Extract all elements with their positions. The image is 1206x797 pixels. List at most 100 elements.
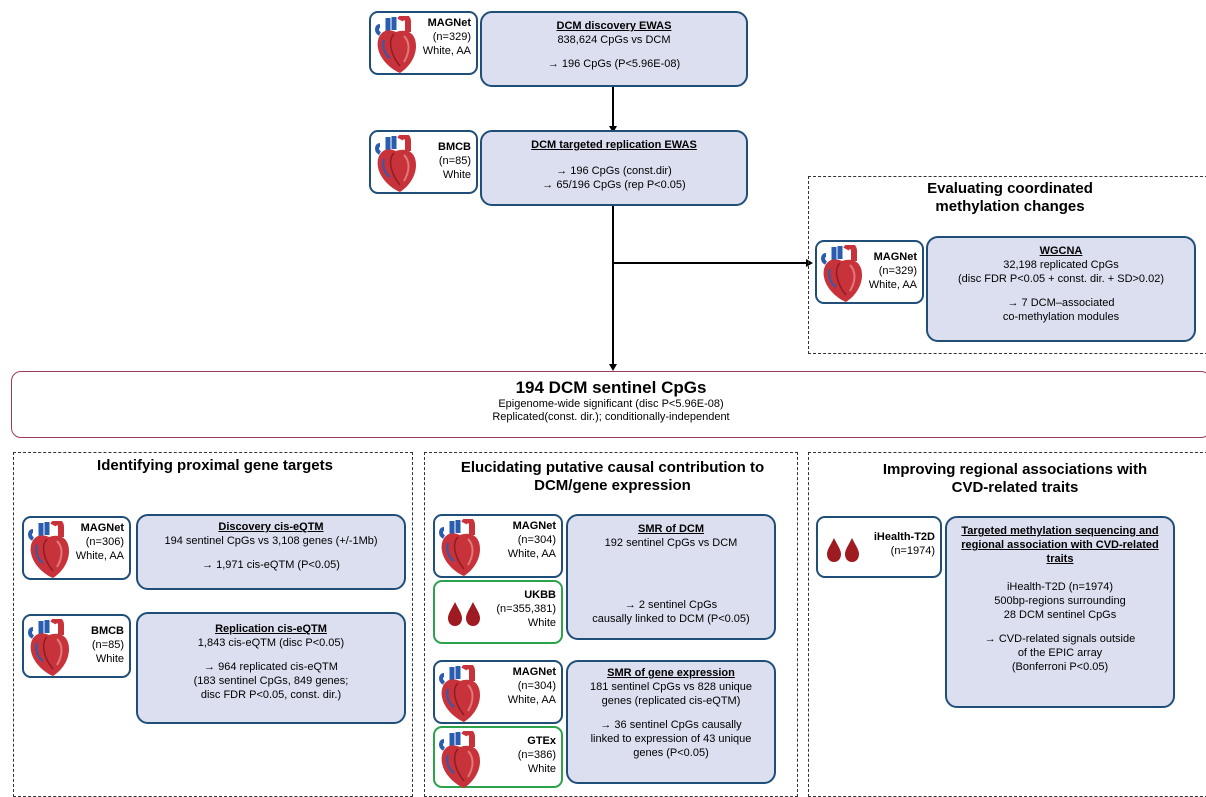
box-line: → 7 DCM–associated bbox=[1007, 297, 1115, 309]
heart-icon bbox=[438, 519, 482, 577]
flow-connector bbox=[612, 206, 614, 366]
cohort-population: White, AA bbox=[507, 694, 556, 706]
targeted-methylation-box: Targeted methylation sequencing and regi… bbox=[945, 516, 1175, 708]
cohort-name: BMCB bbox=[91, 625, 124, 637]
box-line: → 2 sentinel CpGs bbox=[624, 599, 718, 611]
cohort-name: MAGNet bbox=[512, 666, 556, 678]
box-line: (183 sentinel CpGs, 849 genes; bbox=[193, 675, 349, 687]
box-title: DCM targeted replication EWAS bbox=[531, 139, 697, 151]
cohort-size: (n=386) bbox=[517, 749, 556, 761]
box-line: 194 sentinel CpGs vs 3,108 genes (+/-1Mb… bbox=[164, 535, 378, 547]
ihealth-cohort-card: iHealth-T2D (n=1974) bbox=[816, 516, 942, 578]
box-line: genes (replicated cis-eQTM) bbox=[601, 695, 741, 707]
box-line: → 65/196 CpGs (rep P<0.05) bbox=[542, 179, 686, 191]
blood-drops-icon bbox=[445, 598, 485, 628]
smr-gene-expression-box: SMR of gene expression 181 sentinel CpGs… bbox=[566, 660, 776, 784]
box-line: disc FDR P<0.05, const. dir.) bbox=[200, 689, 342, 701]
cohort-size: (n=1974) bbox=[890, 545, 935, 557]
smr-expr-cohort-b-card: GTEx (n=386) White bbox=[433, 726, 563, 788]
box-title: Targeted methylation sequencing and regi… bbox=[961, 525, 1159, 565]
box-line: → 964 replicated cis-eQTM bbox=[204, 661, 338, 673]
cohort-name: UKBB bbox=[524, 589, 556, 601]
sentinel-line: Epigenome-wide significant (disc P<5.96E… bbox=[498, 398, 724, 410]
cohort-size: (n=304) bbox=[517, 534, 556, 546]
box-line: co-methylation modules bbox=[1002, 311, 1120, 323]
eqtm-replication-cohort-card: BMCB (n=85) White bbox=[22, 614, 131, 678]
arrow-right-icon bbox=[806, 259, 813, 267]
wgcna-heading: Evaluating coordinated methylation chang… bbox=[927, 180, 1093, 215]
replication-cohort-card: BMCB (n=85) White bbox=[369, 130, 478, 194]
heart-icon bbox=[438, 731, 482, 789]
wgcna-box: WGCNA 32,198 replicated CpGs (disc FDR P… bbox=[926, 236, 1196, 342]
sentinel-line: Replicated(const. dir.); conditionally-i… bbox=[492, 411, 730, 423]
regional-associations-heading: Improving regional associations with CVD… bbox=[882, 461, 1148, 496]
box-line: 838,624 CpGs vs DCM bbox=[557, 34, 671, 46]
smr-dcm-cohort-b-card: UKBB (n=355,381) White bbox=[433, 580, 563, 644]
box-line: 500bp-regions surrounding bbox=[994, 595, 1126, 607]
box-line: → 1,971 cis-eQTM (P<0.05) bbox=[202, 559, 340, 571]
cohort-name: iHealth-T2D bbox=[873, 531, 935, 543]
cohort-population: White, AA bbox=[507, 548, 556, 560]
replication-cis-eqtm-box: Replication cis-eQTM 1,843 cis-eQTM (dis… bbox=[136, 612, 406, 724]
box-title: SMR of gene expression bbox=[607, 667, 735, 679]
box-line: → 196 CpGs (const.dir) bbox=[556, 165, 672, 177]
wgcna-panel bbox=[808, 176, 1206, 354]
cohort-name: MAGNet bbox=[512, 520, 556, 532]
blood-drops-icon bbox=[824, 534, 864, 564]
proximal-targets-heading: Identifying proximal gene targets bbox=[97, 457, 333, 474]
heart-icon bbox=[374, 16, 418, 74]
box-line: (disc FDR P<0.05 + const. dir. + SD>0.02… bbox=[957, 273, 1165, 285]
box-line: of the EPIC array bbox=[1017, 647, 1103, 659]
box-title: WGCNA bbox=[1039, 245, 1083, 257]
box-line: 32,198 replicated CpGs bbox=[1003, 259, 1119, 271]
flow-connector bbox=[612, 87, 614, 127]
box-line: → 36 sentinel CpGs causally bbox=[600, 719, 742, 731]
cohort-name: MAGNet bbox=[427, 17, 471, 29]
box-line: causally linked to DCM (P<0.05) bbox=[592, 613, 750, 625]
cohort-size: (n=306) bbox=[85, 536, 124, 548]
box-line: 192 sentinel CpGs vs DCM bbox=[604, 537, 738, 549]
cohort-population: White bbox=[442, 169, 471, 181]
box-line: → 196 CpGs (P<5.96E-08) bbox=[547, 58, 681, 70]
cohort-name: MAGNet bbox=[873, 251, 917, 263]
cohort-name: GTEx bbox=[527, 735, 556, 747]
sentinel-title: 194 DCM sentinel CpGs bbox=[515, 378, 707, 397]
box-title: SMR of DCM bbox=[638, 523, 704, 535]
cohort-population: White, AA bbox=[868, 279, 917, 291]
cohort-population: White, AA bbox=[422, 45, 471, 57]
heart-icon bbox=[27, 521, 71, 579]
box-line: 1,843 cis-eQTM (disc P<0.05) bbox=[197, 637, 345, 649]
discovery-cis-eqtm-box: Discovery cis-eQTM 194 sentinel CpGs vs … bbox=[136, 514, 406, 590]
cohort-name: MAGNet bbox=[80, 522, 124, 534]
eqtm-discovery-cohort-card: MAGNet (n=306) White, AA bbox=[22, 516, 131, 580]
box-line: genes (P<0.05) bbox=[633, 747, 709, 759]
heart-icon bbox=[27, 619, 71, 677]
box-title: DCM discovery EWAS bbox=[556, 20, 672, 32]
smr-dcm-cohort-a-card: MAGNet (n=304) White, AA bbox=[433, 514, 563, 578]
discovery-cohort-card: MAGNet (n=329) White, AA bbox=[369, 11, 478, 75]
targeted-replication-box: DCM targeted replication EWAS → 196 CpGs… bbox=[480, 130, 748, 206]
box-line: linked to expression of 43 unique bbox=[590, 733, 752, 745]
arrow-down-icon bbox=[609, 126, 617, 133]
cohort-size: (n=304) bbox=[517, 680, 556, 692]
smr-dcm-box: SMR of DCM 192 sentinel CpGs vs DCM → 2 … bbox=[566, 514, 776, 640]
cohort-size: (n=85) bbox=[91, 639, 124, 651]
cohort-size: (n=329) bbox=[432, 31, 471, 43]
heart-icon bbox=[820, 245, 864, 303]
cohort-size: (n=329) bbox=[878, 265, 917, 277]
cohort-population: White bbox=[527, 763, 556, 775]
discovery-ewas-box: DCM discovery EWAS 838,624 CpGs vs DCM →… bbox=[480, 11, 748, 87]
sentinel-cpgs-banner: 194 DCM sentinel CpGs Epigenome-wide sig… bbox=[11, 371, 1206, 438]
cohort-name: BMCB bbox=[438, 141, 471, 153]
box-title: Replication cis-eQTM bbox=[215, 623, 327, 635]
cohort-size: (n=355,381) bbox=[496, 603, 556, 615]
arrow-down-icon bbox=[609, 364, 617, 371]
box-line: (Bonferroni P<0.05) bbox=[1011, 661, 1109, 673]
wgcna-cohort-card: MAGNet (n=329) White, AA bbox=[815, 240, 924, 304]
box-line: iHealth-T2D (n=1974) bbox=[1006, 581, 1114, 593]
heart-icon bbox=[438, 665, 482, 723]
flow-connector bbox=[612, 262, 808, 264]
box-line: 28 DCM sentinel CpGs bbox=[1003, 609, 1117, 621]
box-title: Discovery cis-eQTM bbox=[218, 521, 324, 533]
box-line: → CVD-related signals outside bbox=[984, 633, 1136, 645]
